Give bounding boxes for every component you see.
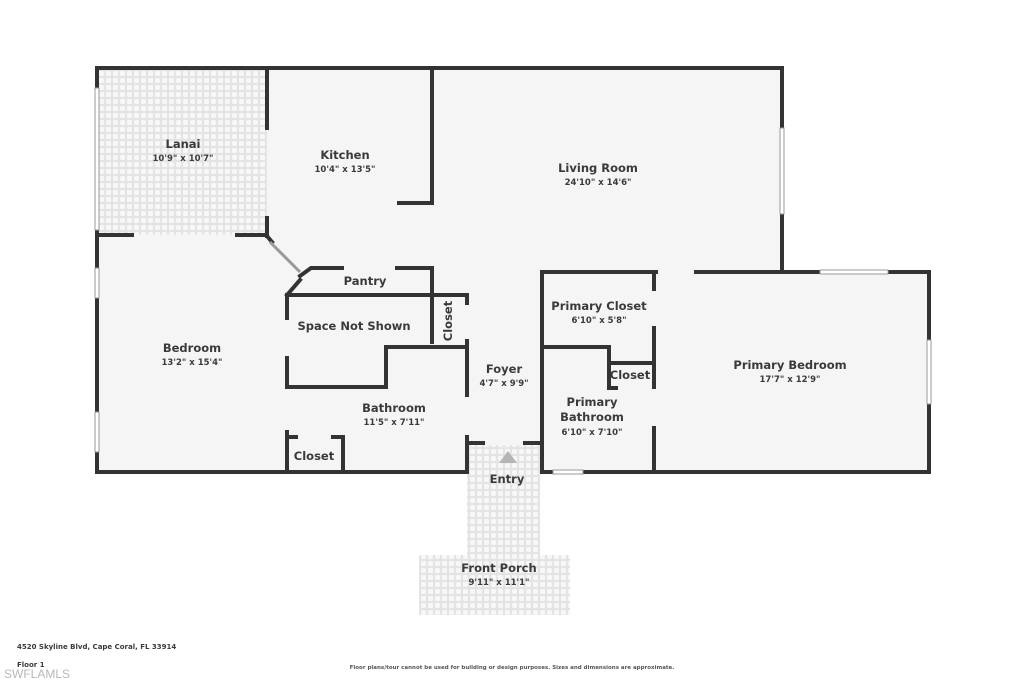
disclaimer: Floor plans/tour cannot be used for buil… bbox=[349, 665, 675, 671]
kitchen-label: Kitchen bbox=[320, 148, 369, 162]
primary-bathroom-label-line2: Bathroom bbox=[560, 410, 624, 424]
primary-bathroom-label-line1: Primary bbox=[567, 395, 618, 409]
bathroom-dims: 11'5" x 7'11" bbox=[364, 418, 425, 428]
primary-bedroom-label: Primary Bedroom bbox=[733, 358, 846, 372]
front-porch-label: Front Porch bbox=[461, 561, 536, 575]
living-room-label: Living Room bbox=[558, 161, 638, 175]
closet-bottom-label: Closet bbox=[294, 449, 335, 463]
porch-floor bbox=[419, 445, 570, 615]
living-room-dims: 24'10" x 14'6" bbox=[565, 178, 632, 188]
windows bbox=[94, 87, 932, 475]
closet-small-label: Closet bbox=[610, 368, 651, 382]
bathroom-label: Bathroom bbox=[362, 401, 426, 415]
floor-fills bbox=[97, 68, 929, 615]
room-labels: Lanai 10'9" x 10'7" Kitchen 10'4" x 13'5… bbox=[153, 137, 847, 588]
lanai-label: Lanai bbox=[166, 137, 201, 151]
foyer-dims: 4'7" x 9'9" bbox=[479, 379, 528, 389]
bedroom-dims: 13'2" x 15'4" bbox=[162, 358, 223, 368]
entry-label: Entry bbox=[490, 472, 525, 486]
lanai-floor bbox=[99, 70, 267, 235]
space-not-shown-label: Space Not Shown bbox=[297, 319, 410, 333]
property-address: 4520 Skyline Blvd, Cape Coral, FL 33914 bbox=[17, 643, 177, 651]
entry-arrow-icon bbox=[499, 451, 517, 463]
pantry-label: Pantry bbox=[344, 274, 387, 288]
floor-label: Floor 1 bbox=[17, 661, 45, 669]
foyer-label: Foyer bbox=[486, 362, 523, 376]
front-porch-dims: 9'11" x 11'1" bbox=[469, 578, 530, 588]
mls-watermark: SWFLAMLS bbox=[4, 667, 71, 681]
kitchen-dims: 10'4" x 13'5" bbox=[315, 165, 376, 175]
primary-closet-dims: 6'10" x 5'8" bbox=[571, 316, 626, 326]
primary-closet-label: Primary Closet bbox=[551, 299, 647, 313]
lanai-dims: 10'9" x 10'7" bbox=[153, 154, 214, 164]
closet-vertical-label: Closet bbox=[441, 300, 455, 341]
bedroom-label: Bedroom bbox=[163, 341, 221, 355]
primary-bedroom-dims: 17'7" x 12'9" bbox=[760, 375, 821, 385]
primary-bathroom-dims: 6'10" x 7'10" bbox=[562, 428, 623, 438]
